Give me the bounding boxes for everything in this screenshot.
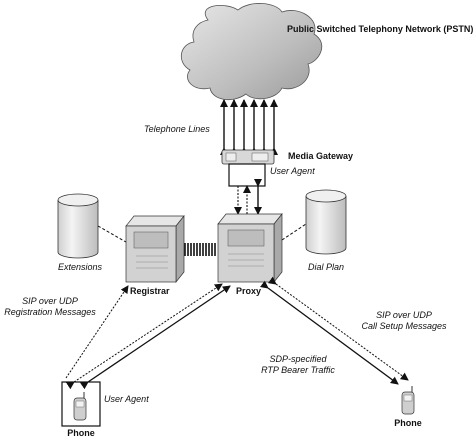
left-phone-device [61, 381, 101, 427]
media-gateway-device [221, 149, 275, 187]
registrar-server [125, 215, 185, 283]
extensions-label: Extensions [57, 262, 103, 272]
telephone-lines [220, 99, 278, 155]
right-phone-links [259, 276, 409, 385]
gateway-proxy-links [234, 179, 262, 215]
database-links [97, 223, 307, 243]
registrar-proxy-link [184, 243, 216, 256]
sip-call-setup-line1: SIP over UDP [376, 310, 432, 320]
sip-call-setup-line2: Call Setup Messages [361, 321, 447, 331]
extensions-database [57, 193, 99, 259]
gateway-user-agent-label: User Agent [270, 166, 315, 176]
proxy-server [217, 213, 283, 283]
dial-plan-database [305, 189, 347, 255]
left-phone-links [65, 283, 231, 390]
registrar-label: Registrar [130, 286, 170, 296]
pstn-cloud [181, 3, 323, 101]
sdp-rtp-line2: RTP Bearer Traffic [261, 365, 335, 375]
proxy-label: Proxy [236, 286, 262, 296]
right-phone-device [401, 386, 415, 415]
telephone-lines-label: Telephone Lines [144, 124, 210, 134]
phone-user-agent-label: User Agent [104, 394, 149, 404]
sdp-rtp-line1: SDP-specified [269, 354, 327, 364]
left-phone-label: Phone [67, 428, 95, 438]
sip-registration-line1: SIP over UDP [22, 296, 78, 306]
pstn-label: Public Switched Telephony Network (PSTN) [287, 24, 474, 34]
sip-registration-line2: Registration Messages [4, 307, 96, 317]
dial-plan-label: Dial Plan [307, 262, 345, 272]
media-gateway-label: Media Gateway [288, 151, 354, 161]
right-phone-label: Phone [394, 418, 422, 428]
